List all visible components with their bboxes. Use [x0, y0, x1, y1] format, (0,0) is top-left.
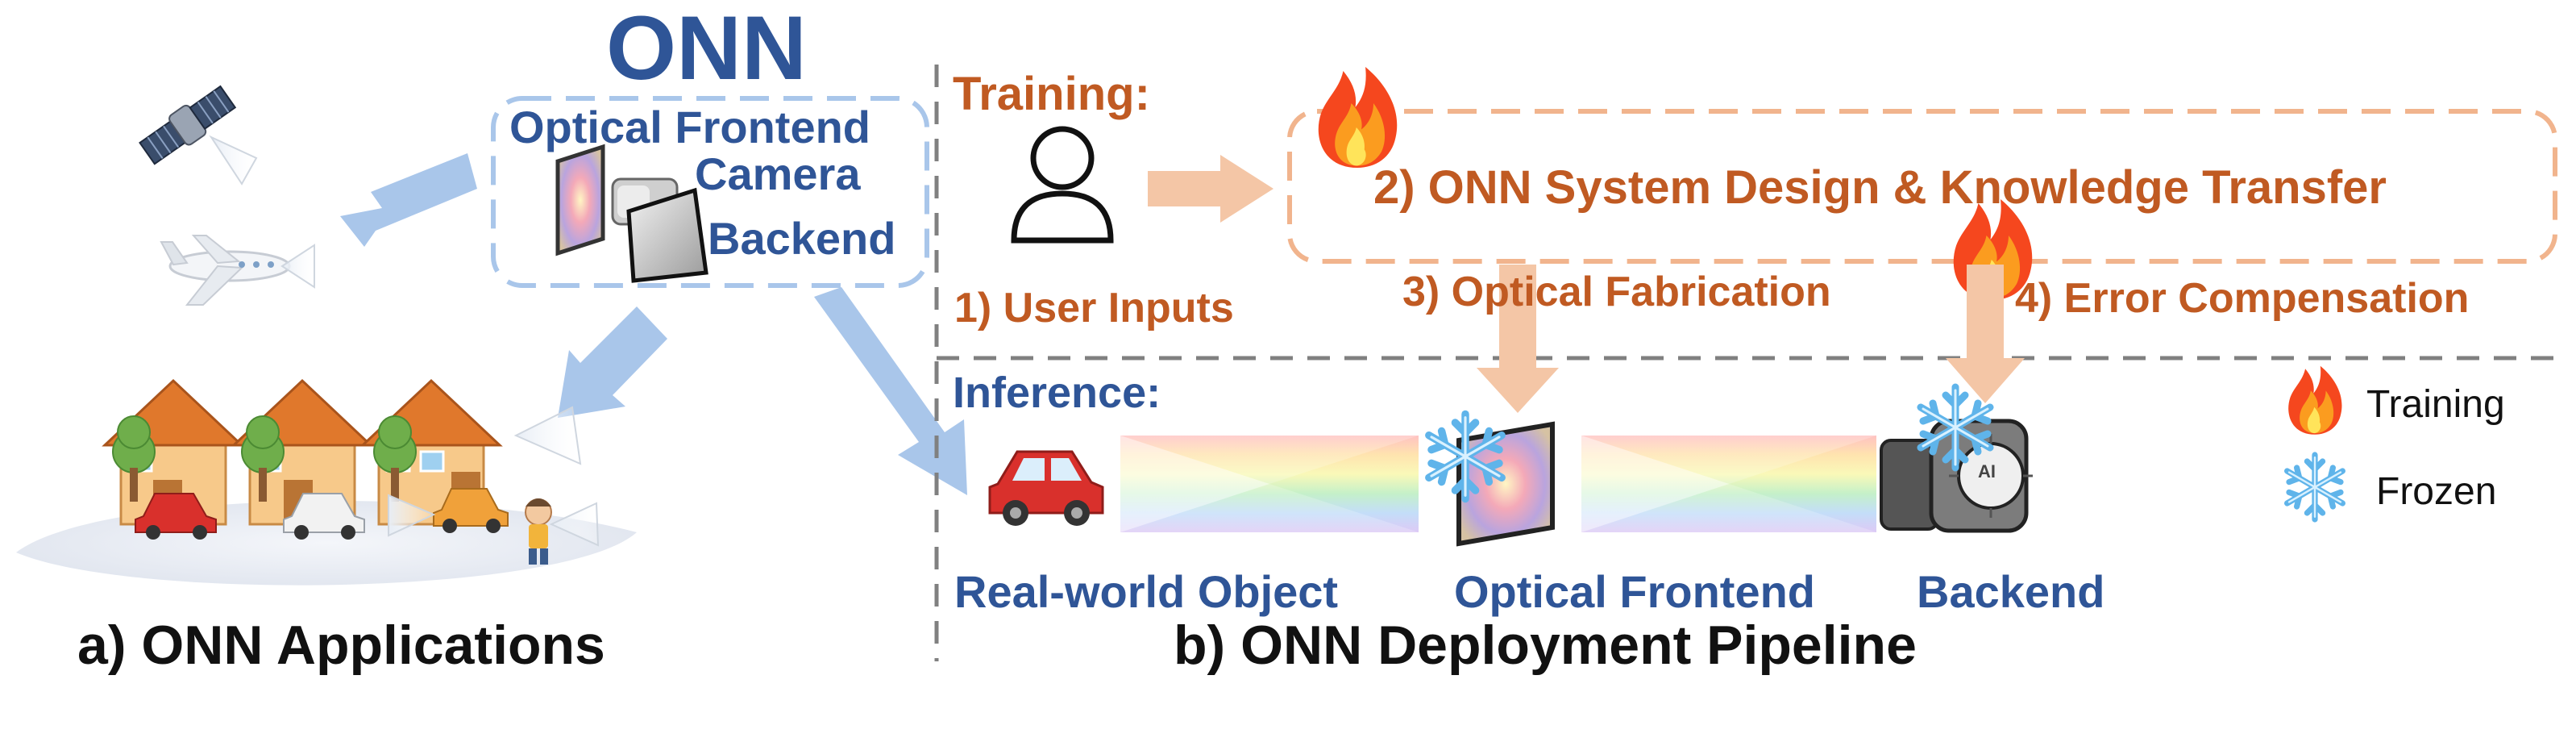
step3-label: 3) Optical Fabrication	[1402, 269, 1831, 315]
camera-icon	[611, 177, 708, 283]
car-icon	[988, 450, 1104, 526]
onn-camera-label: Camera	[695, 148, 861, 199]
caption-b: b) ONN Deployment Pipeline	[1174, 615, 1917, 676]
step4-label: 4) Error Compensation	[2015, 275, 2470, 322]
arrow-to-town	[558, 306, 667, 418]
step1-label: 1) User Inputs	[954, 285, 1234, 331]
airplane-icon	[160, 235, 291, 306]
onn-optical-frontend-label: Optical Frontend	[509, 102, 870, 152]
houses-icon	[16, 378, 637, 586]
backend-label: Backend	[1917, 566, 2105, 617]
onn-backend-label: Backend	[708, 213, 896, 264]
legend-frozen-label: Frozen	[2376, 470, 2497, 513]
light-beam-1	[1120, 436, 1419, 532]
optical-frontend-label: Optical Frontend	[1454, 566, 1815, 617]
optical-mask-icon	[555, 144, 605, 256]
arrow-to-inference	[814, 287, 967, 495]
arrow-to-aircraft	[340, 153, 477, 247]
arrow-compensation-down	[1946, 265, 2025, 403]
training-header: Training:	[953, 68, 1150, 120]
pedestrian-icon	[525, 498, 600, 565]
satellite-icon	[139, 85, 237, 165]
step2-label: 2) ONN System Design & Knowledge Transfe…	[1373, 161, 2387, 214]
inference-header: Inference:	[953, 369, 1161, 417]
onn-system-box	[491, 96, 929, 288]
optical-frontend-mask	[1456, 421, 1555, 547]
legend-snowflake-icon	[2287, 455, 2343, 519]
real-world-object-label: Real-world Object	[954, 566, 1339, 617]
caption-a: a) ONN Applications	[77, 615, 605, 676]
backend-chip-text: AI	[1978, 461, 1996, 481]
user-icon	[1011, 126, 1114, 244]
legend-training-label: Training	[2366, 383, 2505, 426]
arrow-fabrication-down	[1477, 265, 1559, 413]
onn-title: ONN	[606, 0, 807, 98]
light-beam-2	[1581, 436, 1876, 532]
legend-fire-icon	[2288, 365, 2342, 435]
fire-icon-design	[1318, 67, 1398, 168]
arrow-user-to-design	[1148, 155, 1273, 223]
